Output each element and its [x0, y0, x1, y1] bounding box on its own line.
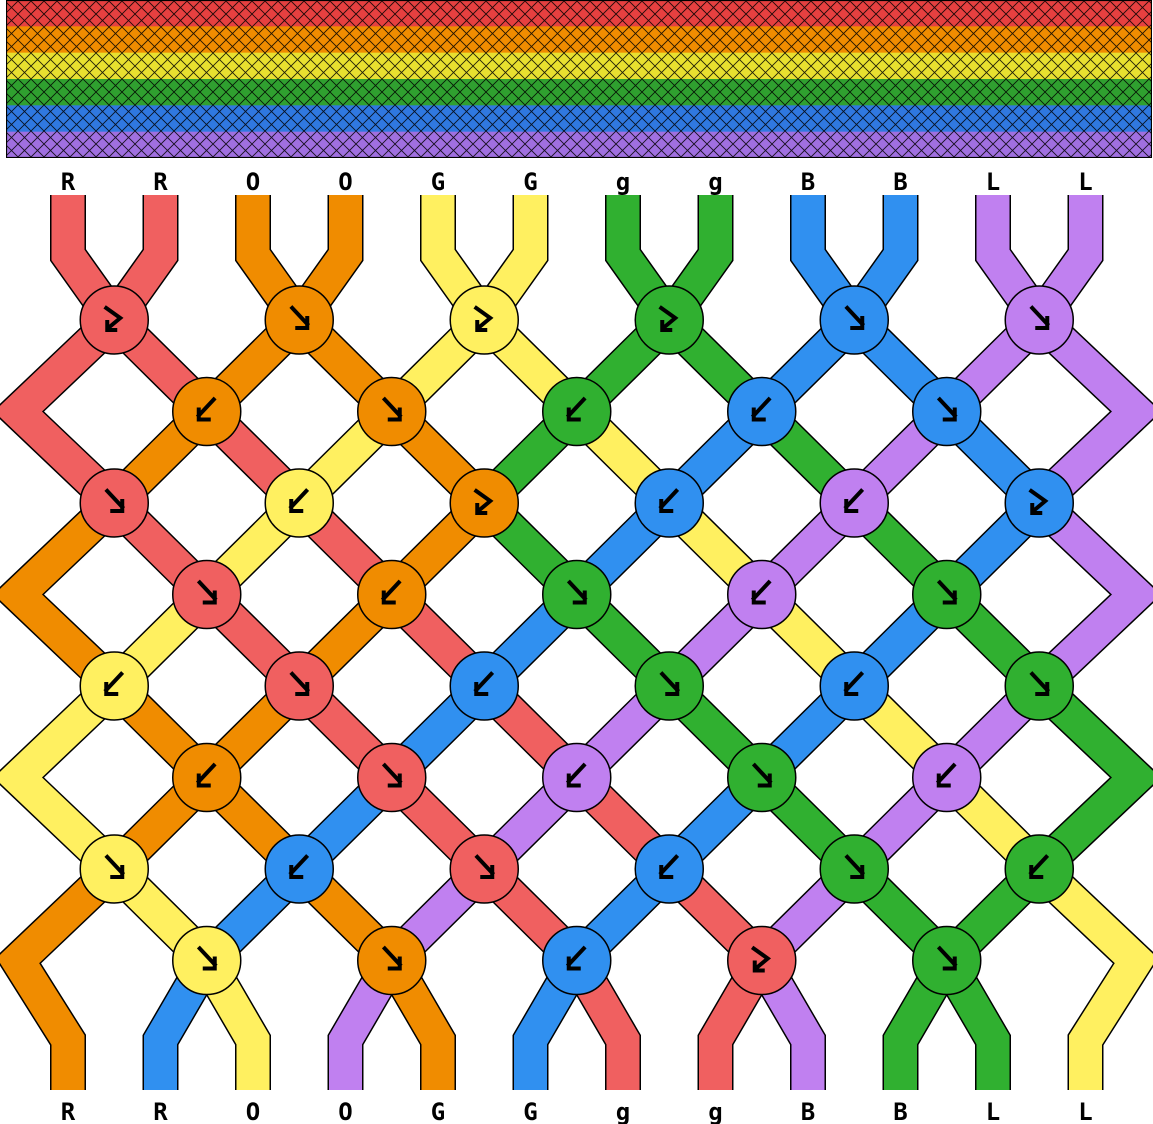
bottom-strand-label: R — [61, 1098, 76, 1124]
top-strand-label: L — [1078, 168, 1092, 196]
knot-b — [358, 561, 426, 629]
knot-b — [543, 927, 611, 995]
knot-b — [635, 469, 703, 537]
knot-f — [173, 561, 241, 629]
knot-f — [265, 652, 333, 720]
top-strand-label: O — [338, 168, 352, 196]
top-strand-label: O — [246, 168, 260, 196]
top-strand-label: B — [893, 168, 907, 196]
knot-f — [913, 561, 981, 629]
knot-b — [80, 652, 148, 720]
knot-f — [173, 927, 241, 995]
knot-b — [635, 835, 703, 903]
knot-f — [1005, 652, 1073, 720]
knot-b — [173, 744, 241, 812]
knot-b — [728, 378, 796, 446]
knot-f — [820, 286, 888, 354]
knot-b — [543, 744, 611, 812]
bottom-strand-label: O — [338, 1098, 352, 1124]
knot-b — [450, 652, 518, 720]
top-strand-label: g — [708, 168, 722, 196]
knot-b — [265, 469, 333, 537]
top-strand-label: G — [523, 168, 537, 196]
knot-fb — [635, 286, 703, 354]
bottom-strand-label: g — [708, 1098, 722, 1124]
knot-b — [543, 378, 611, 446]
bottom-strand-label: g — [616, 1098, 630, 1124]
knot-b — [820, 469, 888, 537]
bottom-strand-label: G — [523, 1098, 537, 1124]
top-strand-label: R — [153, 168, 168, 196]
knot-f — [728, 744, 796, 812]
knot-f — [450, 835, 518, 903]
knot-fb — [728, 927, 796, 995]
knot-f — [820, 835, 888, 903]
knot-b — [728, 561, 796, 629]
knot-f — [913, 927, 981, 995]
top-strand-label: R — [61, 168, 76, 196]
knot-f — [80, 835, 148, 903]
bottom-strand-label: B — [801, 1098, 815, 1124]
top-strand-label: G — [431, 168, 445, 196]
top-strand-label: B — [801, 168, 815, 196]
knot-b — [913, 744, 981, 812]
top-strand-label: L — [986, 168, 1000, 196]
knot-f — [543, 561, 611, 629]
bottom-strand-label: O — [246, 1098, 260, 1124]
knot-f — [358, 378, 426, 446]
knot-f — [1005, 286, 1073, 354]
bottom-strand-label: R — [153, 1098, 168, 1124]
knot-f — [913, 378, 981, 446]
knot-f — [265, 286, 333, 354]
knot-b — [265, 835, 333, 903]
knot-b — [173, 378, 241, 446]
knot-b — [820, 652, 888, 720]
knot-f — [358, 927, 426, 995]
knot-fb — [1005, 469, 1073, 537]
knot-f — [358, 744, 426, 812]
knot-fb — [80, 286, 148, 354]
knot-f — [635, 652, 703, 720]
knot-fb — [450, 469, 518, 537]
knot-fb — [450, 286, 518, 354]
top-strand-label: g — [616, 168, 630, 196]
bottom-strand-label: L — [1078, 1098, 1092, 1124]
knot-b — [1005, 835, 1073, 903]
bottom-strand-label: B — [893, 1098, 907, 1124]
bottom-strand-label: G — [431, 1098, 445, 1124]
bottom-strand-label: L — [986, 1098, 1000, 1124]
knot-f — [80, 469, 148, 537]
